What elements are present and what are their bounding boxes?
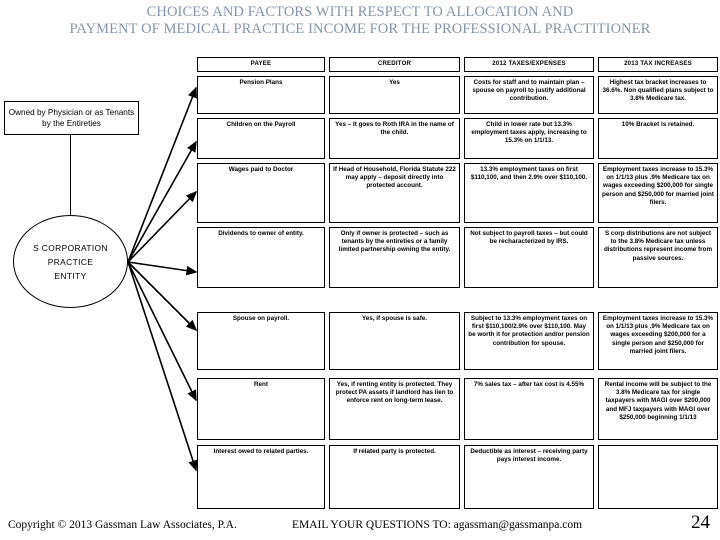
page-title: CHOICES AND FACTORS WITH RESPECT TO ALLO… bbox=[20, 4, 700, 38]
entity-oval-line-2: PRACTICE bbox=[47, 256, 94, 267]
table-row: Deductible as interest – receiving party… bbox=[464, 445, 594, 509]
table-row: Dividends to owner of entity. bbox=[197, 227, 325, 288]
table-row: 10% Bracket is retained. bbox=[598, 118, 718, 159]
owner-box-label: Owned by Physician or as Tenants by the … bbox=[8, 108, 135, 128]
practice-entity-oval: S CORPORATION PRACTICE ENTITY bbox=[13, 215, 128, 308]
arrow-to-row-2 bbox=[127, 140, 197, 263]
entity-oval-line-1: S CORPORATION bbox=[33, 242, 108, 253]
table-row: Yes – It goes to Roth IRA in the name of… bbox=[329, 118, 460, 159]
table-row: If Head of Household, Florida Statute 22… bbox=[329, 163, 460, 223]
table-row: Costs for staff and to maintain plan – s… bbox=[464, 76, 594, 114]
footer-email: EMAIL YOUR QUESTIONS TO: agassman@gassma… bbox=[292, 519, 583, 531]
entity-oval-line-3: ENTITY bbox=[54, 270, 87, 281]
table-row: Interest owed to related parties. bbox=[197, 445, 325, 509]
table-row: Rent bbox=[197, 378, 325, 440]
table-header-2012: 2012 TAXES/EXPENSES bbox=[464, 57, 594, 72]
page-title-line-1: CHOICES AND FACTORS WITH RESPECT TO ALLO… bbox=[146, 4, 574, 20]
table-row: Only if owner is protected – such as ten… bbox=[329, 227, 460, 288]
arrow-to-row-7 bbox=[127, 261, 198, 472]
arrow-to-row-5 bbox=[127, 261, 198, 332]
table-row: Pension Plans bbox=[197, 76, 325, 114]
footer-copyright: Copyright © 2013 Gassman Law Associates,… bbox=[8, 519, 237, 531]
table-row: Highest tax bracket increases to 36.6%. … bbox=[598, 76, 718, 114]
arrow-to-row-3 bbox=[127, 190, 198, 263]
table-row: Yes bbox=[329, 76, 460, 114]
table-row: 7% sales tax – after tax cost is 4.55% bbox=[464, 378, 594, 440]
table-row: Child in lower rate but 13.3% employment… bbox=[464, 118, 594, 159]
table-row: 13.3% employment taxes on first $110,100… bbox=[464, 163, 594, 223]
owner-box: Owned by Physician or as Tenants by the … bbox=[4, 101, 139, 135]
table-row bbox=[598, 445, 718, 509]
table-row: Yes, if spouse is safe. bbox=[329, 312, 460, 370]
table-header-creditor: CREDITOR bbox=[329, 57, 460, 72]
table-row: Employment taxes increase to 15.3% on 1/… bbox=[598, 312, 718, 370]
table-row: S corp distributions are not subject to … bbox=[598, 227, 718, 288]
table-row: Wages paid to Doctor bbox=[197, 163, 325, 223]
table-row: Employment taxes increase to 15.3% on 1/… bbox=[598, 163, 718, 223]
owner-to-entity-connector bbox=[70, 135, 71, 218]
table-row: If related party is protected. bbox=[329, 445, 460, 509]
table-row: Rental income will be subject to the 3.8… bbox=[598, 378, 718, 440]
table-row: Subject to 13.3% employment taxes on fir… bbox=[464, 312, 594, 370]
table-row: Spouse on payroll. bbox=[197, 312, 325, 370]
table-row: Yes, if renting entity is protected. The… bbox=[329, 378, 460, 440]
table-header-2013: 2013 TAX INCREASES bbox=[598, 57, 718, 72]
table-header-payee: PAYEE bbox=[197, 57, 325, 72]
page-number: 24 bbox=[691, 512, 710, 533]
table-row: Children on the Payroll bbox=[197, 118, 325, 159]
arrow-to-row-4 bbox=[127, 261, 198, 276]
page-title-line-2: PAYMENT OF MEDICAL PRACTICE INCOME FOR T… bbox=[69, 21, 651, 37]
table-row: Not subject to payroll taxes – but could… bbox=[464, 227, 594, 288]
arrow-to-row-6 bbox=[127, 261, 197, 402]
